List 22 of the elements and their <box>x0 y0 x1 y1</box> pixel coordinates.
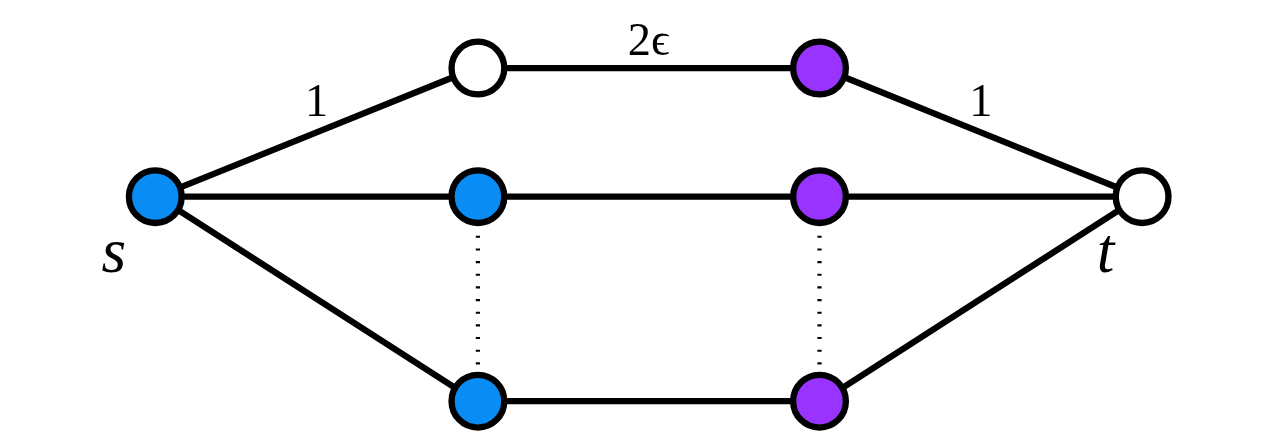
node-label: s <box>101 215 126 286</box>
node-circle <box>125 166 185 226</box>
node-label: t <box>1096 215 1114 286</box>
connector <box>503 397 792 404</box>
node-circle <box>789 38 849 98</box>
node-circle <box>447 38 507 98</box>
node-circle <box>1112 166 1172 226</box>
connector <box>181 193 451 200</box>
node-circle <box>447 371 507 431</box>
edge-label: 1 <box>968 74 992 126</box>
edge-label: 2ϵ <box>627 13 670 65</box>
node-circle <box>789 166 849 226</box>
connector <box>503 193 792 200</box>
edge-label: 1 <box>304 74 328 126</box>
node-circle <box>447 166 507 226</box>
connector <box>840 207 1120 390</box>
connector <box>176 206 456 390</box>
connector <box>503 64 792 71</box>
connector <box>842 73 1118 190</box>
node-circle <box>789 371 849 431</box>
connector <box>846 193 1115 200</box>
connector <box>178 73 454 190</box>
